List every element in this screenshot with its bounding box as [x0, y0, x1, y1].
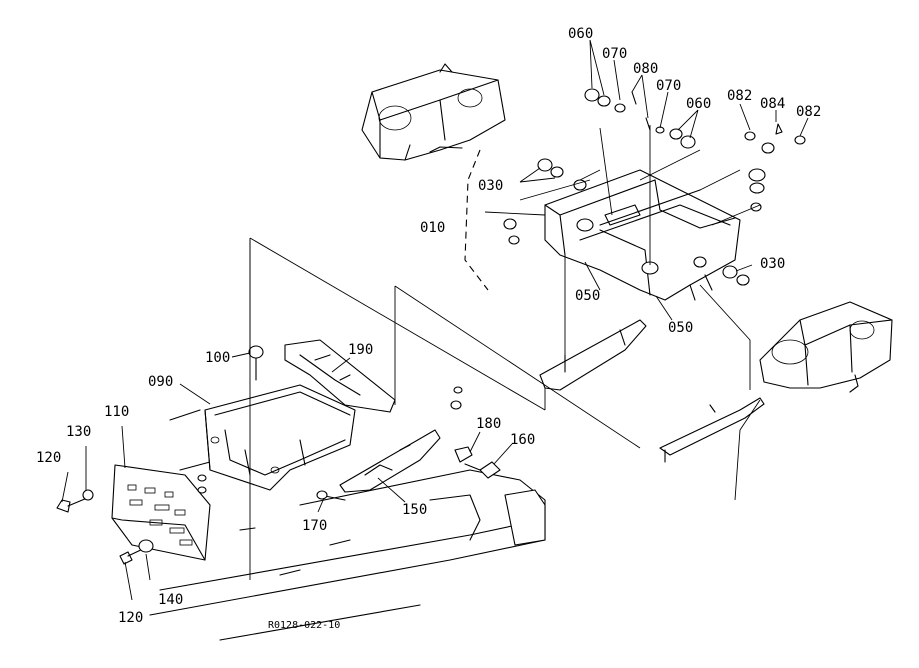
- part-label-090: 090: [148, 374, 173, 390]
- part-label-060a: 060: [568, 26, 593, 42]
- assembly-lines: [249, 125, 761, 580]
- part-label-140: 140: [158, 592, 183, 608]
- part-label-082a: 082: [727, 88, 752, 104]
- part-label-120b: 120: [118, 610, 143, 626]
- part-label-070b: 070: [656, 78, 681, 94]
- front-panel-110: [111, 464, 211, 561]
- part-label-084: 084: [760, 96, 785, 112]
- part-label-160: 160: [510, 432, 535, 448]
- control-housing-left: [361, 63, 506, 161]
- part-label-130: 130: [66, 424, 91, 440]
- control-housing-right: [759, 301, 893, 393]
- links-rails: [539, 319, 765, 463]
- part-label-030b: 030: [760, 256, 785, 272]
- part-label-150: 150: [402, 502, 427, 518]
- part-label-060b: 060: [686, 96, 711, 112]
- document-code: R0128-022-10: [268, 620, 340, 631]
- part-label-010: 010: [420, 220, 445, 236]
- part-label-190: 190: [348, 342, 373, 358]
- part-labels: 060 070 080 070 060 082 084 082 030 010 …: [36, 26, 821, 631]
- fasteners: [56, 345, 501, 565]
- part-label-050b: 050: [668, 320, 693, 336]
- part-label-120a: 120: [36, 450, 61, 466]
- part-label-082b: 082: [796, 104, 821, 120]
- lower-bracket-090: [204, 384, 356, 491]
- part-label-070a: 070: [602, 46, 627, 62]
- main-bracket-010: [544, 169, 741, 301]
- plate-150: [339, 429, 441, 493]
- part-label-180: 180: [476, 416, 501, 432]
- plate-190: [284, 339, 396, 413]
- part-label-030a: 030: [478, 178, 503, 194]
- part-label-170: 170: [302, 518, 327, 534]
- bushings: [503, 88, 806, 286]
- part-label-050a: 050: [575, 288, 600, 304]
- label-leaders: [61, 39, 809, 601]
- chassis-frame: [149, 409, 546, 641]
- part-label-080: 080: [633, 61, 658, 77]
- part-label-100: 100: [205, 350, 230, 366]
- part-label-110: 110: [104, 404, 129, 420]
